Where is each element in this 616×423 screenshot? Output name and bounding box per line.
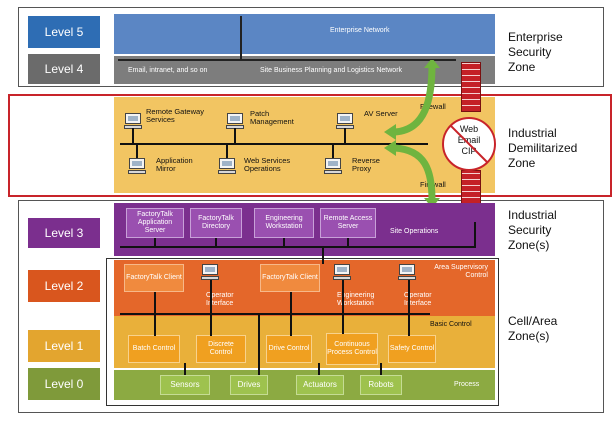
enterprise-vertical-link <box>240 16 242 61</box>
firewall-top-label: Firewall <box>420 102 446 111</box>
dmz-drop-6 <box>332 143 334 158</box>
dmz-bus <box>120 143 428 145</box>
factorytalk-application-server-box: FactoryTalk Application Server <box>126 208 184 238</box>
cell-link-3 <box>290 292 292 336</box>
drop-to-drives <box>258 314 260 375</box>
web-services-label: Web Services Operations <box>244 156 291 173</box>
discrete-control-box: Discrete Control <box>196 335 246 363</box>
batch-control-box: Batch Control <box>128 335 180 363</box>
operator-interface-label-2: Operator Interface <box>404 292 432 307</box>
cell-area-zone-frame <box>106 258 499 406</box>
drop-to-robots <box>380 363 382 375</box>
dmz-drop-5 <box>226 143 228 158</box>
application-mirror-label: Application Mirror <box>156 156 193 173</box>
remote-access-server-box: Remote Access Server <box>320 208 376 238</box>
actuators-box: Actuators <box>296 375 344 395</box>
engineering-workstation-label: Engineering Workstation <box>337 292 375 307</box>
factorytalk-client-box-1: FactoryTalk Client <box>124 264 184 292</box>
level-2-label: Level 2 <box>28 270 100 302</box>
process-label: Process <box>454 381 480 388</box>
enterprise-network-label: Enterprise Network <box>330 27 390 34</box>
arrow-head-bottom-left <box>384 140 396 156</box>
engineering-workstation-box: Engineering Workstation <box>254 208 314 238</box>
web-services-computer-icon <box>218 158 236 174</box>
engineering-workstation-computer-icon <box>333 264 351 280</box>
factorytalk-directory-box: FactoryTalk Directory <box>190 208 242 238</box>
level-3-drop-1 <box>154 238 156 246</box>
patch-management-computer-icon <box>226 113 244 129</box>
cell-link-2 <box>210 280 212 336</box>
av-server-label: AV Server <box>364 109 398 118</box>
site-planning-label: Site Business Planning and Logistics Net… <box>260 67 403 74</box>
firewall-top-icon <box>461 62 481 112</box>
operator-interface-label-1: Operator Interface <box>206 292 234 307</box>
remote-gateway-label: Remote Gateway Services <box>146 107 204 124</box>
dmz-drop-2 <box>234 128 236 143</box>
operator-interface-computer-icon-2 <box>398 264 416 280</box>
application-mirror-computer-icon <box>128 158 146 174</box>
prohibited-slash-icon <box>450 125 488 163</box>
arrow-dmz-to-industrial <box>394 144 436 201</box>
drive-control-box: Drive Control <box>266 335 312 363</box>
arrow-head-top-up <box>424 60 440 68</box>
level-5-label: Level 5 <box>28 16 100 48</box>
level-0-label: Level 0 <box>28 368 100 400</box>
dmz-drop-3 <box>344 128 346 143</box>
av-server-computer-icon <box>336 113 354 129</box>
reverse-proxy-label: Reverse Proxy <box>352 156 380 173</box>
operator-interface-computer-icon-1 <box>201 264 219 280</box>
level-3-drop-4 <box>347 238 349 246</box>
robots-box: Robots <box>360 375 402 395</box>
level-1-label: Level 1 <box>28 330 100 362</box>
level-3-drop-2 <box>215 238 217 246</box>
industrial-zone-frame <box>18 200 604 413</box>
reverse-proxy-computer-icon <box>324 158 342 174</box>
level-4-label: Level 4 <box>28 54 100 84</box>
cell-link-1 <box>154 292 156 336</box>
level2-to-level3-link <box>322 248 324 264</box>
factorytalk-client-box-2: FactoryTalk Client <box>260 264 320 292</box>
basic-control-label: Basic Control <box>430 321 472 328</box>
enterprise-bus <box>118 59 456 61</box>
site-operations-label: Site Operations <box>390 228 439 235</box>
drop-to-actuators <box>318 363 320 375</box>
sensors-box: Sensors <box>160 375 210 395</box>
main-vertical-link <box>474 222 476 248</box>
level-2-bus <box>120 313 430 315</box>
dmz-drop-4 <box>136 143 138 158</box>
level-3-drop-3 <box>283 238 285 246</box>
drives-box: Drives <box>230 375 268 395</box>
dmz-drop-1 <box>132 128 134 143</box>
safety-control-box: Safety Control <box>388 335 436 363</box>
arrow-head-top-left <box>384 124 396 140</box>
remote-gateway-computer-icon <box>124 113 142 129</box>
continuous-process-control-box: Continuous Process Control <box>326 333 378 365</box>
level-3-bus <box>120 246 474 248</box>
level-3-label: Level 3 <box>28 218 100 248</box>
enterprise-zone-frame <box>18 7 604 87</box>
patch-management-label: Patch Management <box>250 109 294 126</box>
email-label: Email, intranet, and so on <box>128 67 208 74</box>
cell-link-5 <box>408 280 410 336</box>
enterprise-network-band <box>114 14 495 54</box>
arrow-enterprise-to-dmz <box>394 64 436 136</box>
area-supervisory-control-label: Area Supervisory Control <box>434 264 488 279</box>
cell-link-4 <box>342 280 344 334</box>
dmz-highlight-frame <box>8 94 612 197</box>
drop-to-sensors <box>184 363 186 375</box>
